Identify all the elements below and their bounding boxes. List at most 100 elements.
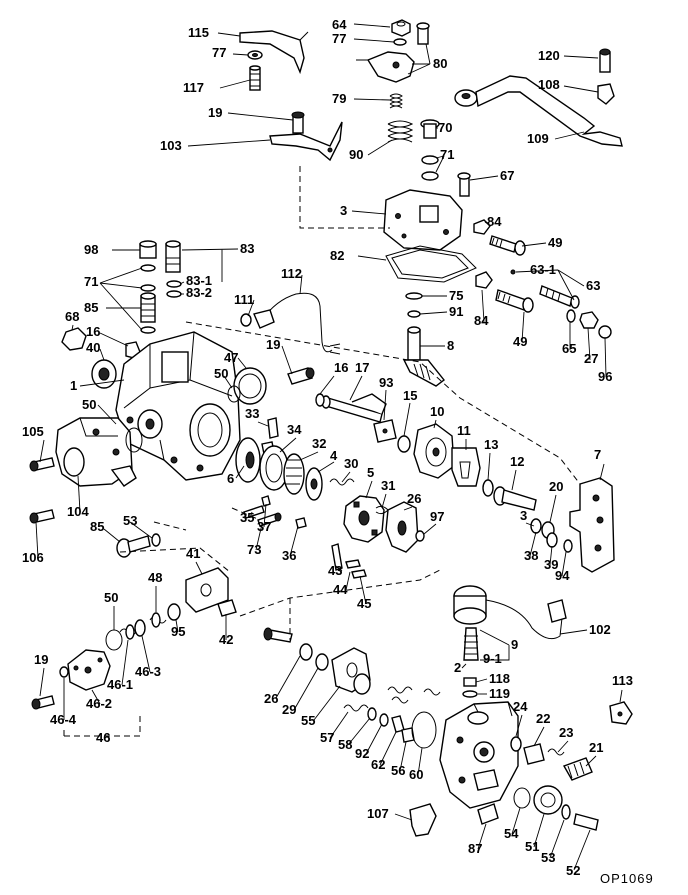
part-label-109: 109 (527, 131, 549, 146)
part-bolt-26-lower (263, 627, 293, 643)
part-label-29: 29 (282, 702, 296, 717)
part-oring-50-upper (227, 385, 241, 403)
part-bolt-19-top (291, 111, 305, 134)
part-label-42: 42 (219, 632, 233, 647)
part-washer-91 (407, 310, 421, 318)
part-label-44: 44 (333, 582, 348, 597)
part-label-71: 71 (84, 274, 98, 289)
part-oring-60 (411, 711, 437, 749)
part-label-26: 26 (407, 491, 421, 506)
part-delivery-21 (562, 757, 593, 781)
part-label-4: 4 (330, 448, 338, 463)
part-label-79: 79 (332, 91, 346, 106)
part-bolt-19-mid (287, 367, 315, 385)
part-label-17: 17 (355, 360, 369, 375)
part-label-91: 91 (449, 304, 463, 319)
part-label-85: 85 (90, 519, 104, 534)
part-bolt-117 (249, 65, 261, 91)
part-bearing-34 (259, 445, 289, 491)
part-washer-65 (566, 309, 576, 323)
part-label-111: 111 (234, 292, 254, 307)
part-label-41: 41 (186, 546, 200, 561)
part-bolt-49-right (495, 289, 534, 313)
part-screw-small (416, 22, 430, 45)
part-label-103: 103 (160, 138, 182, 153)
part-label-47: 47 (224, 350, 238, 365)
part-label-30: 30 (344, 456, 358, 471)
part-cam-disc-32 (283, 453, 305, 495)
part-washer-29b (315, 653, 329, 671)
part-washer-15 (397, 435, 411, 453)
part-label-107: 107 (367, 806, 389, 821)
part-label-65: 65 (562, 341, 576, 356)
part-ring-nut (353, 673, 371, 695)
part-washer-53-left (151, 533, 161, 547)
part-label-108: 108 (538, 77, 560, 92)
part-label-46-1: 46-1 (107, 677, 133, 692)
part-label-118: 118 (489, 671, 510, 686)
part-label-77: 77 (212, 45, 226, 60)
part-bolt-85 (116, 535, 151, 558)
part-label-83: 83 (240, 241, 254, 256)
part-washer-58 (367, 707, 377, 721)
part-label-83-1: 83-1 (186, 273, 212, 288)
part-label-119: 119 (489, 686, 510, 701)
part-nut-64 (391, 19, 411, 37)
part-rod-109 (454, 75, 623, 147)
part-oring-83-1 (166, 280, 182, 288)
part-oring-50-lower (105, 629, 123, 651)
assembly-lines (63, 166, 581, 737)
part-label-113: 113 (612, 673, 633, 688)
part-label-3: 3 (520, 508, 527, 523)
part-label-67: 67 (500, 168, 514, 183)
part-label-34: 34 (287, 422, 302, 437)
part-pin-36 (295, 517, 307, 529)
part-label-23: 23 (559, 725, 573, 740)
part-spring-30 (329, 478, 355, 486)
part-gasket-82 (385, 245, 477, 283)
part-plug-87 (477, 803, 499, 825)
part-label-80: 80 (433, 56, 447, 71)
part-bolt-105 (29, 457, 55, 472)
part-label-35: 35 (240, 510, 254, 525)
part-spring-79 (389, 93, 403, 109)
part-bolt-73 (257, 512, 282, 527)
part-label-102: 102 (589, 622, 611, 637)
part-label-11: 11 (457, 423, 471, 438)
part-hydraulic-head-2 (439, 701, 519, 809)
part-label-36: 36 (282, 548, 296, 563)
part-label-49: 49 (548, 235, 562, 250)
part-shim-46-3 (134, 619, 146, 637)
part-piston-41 (185, 567, 229, 613)
part-label-46: 46 (96, 730, 110, 745)
part-spring-46-1 (119, 624, 137, 640)
part-nut-39 (546, 532, 558, 548)
part-label-5: 5 (367, 465, 374, 480)
part-ring-118 (463, 677, 477, 687)
part-pump-body-1 (115, 331, 241, 481)
part-lever-115 (239, 30, 309, 75)
part-label-46-4: 46-4 (50, 712, 77, 727)
part-label-7: 7 (594, 447, 601, 462)
part-label-82: 82 (330, 248, 344, 263)
part-pin-94 (563, 539, 573, 553)
part-spring-90 (387, 120, 414, 143)
part-washer-119 (462, 690, 478, 698)
part-label-19: 19 (266, 337, 280, 352)
part-label-33: 33 (245, 406, 259, 421)
part-oring-75 (405, 292, 423, 300)
part-label-84: 84 (487, 214, 502, 229)
part-label-2: 2 (454, 660, 461, 675)
part-washer-29 (299, 643, 313, 661)
part-washer-77-top (393, 38, 407, 46)
part-label-112: 112 (281, 266, 302, 281)
part-washers-71-top (421, 155, 439, 181)
part-plug-42 (217, 599, 237, 617)
part-plug-98 (139, 240, 157, 259)
part-label-62: 62 (371, 757, 385, 772)
part-label-10: 10 (430, 404, 444, 419)
part-plug-51 (533, 785, 563, 815)
part-label-105: 105 (22, 424, 44, 439)
